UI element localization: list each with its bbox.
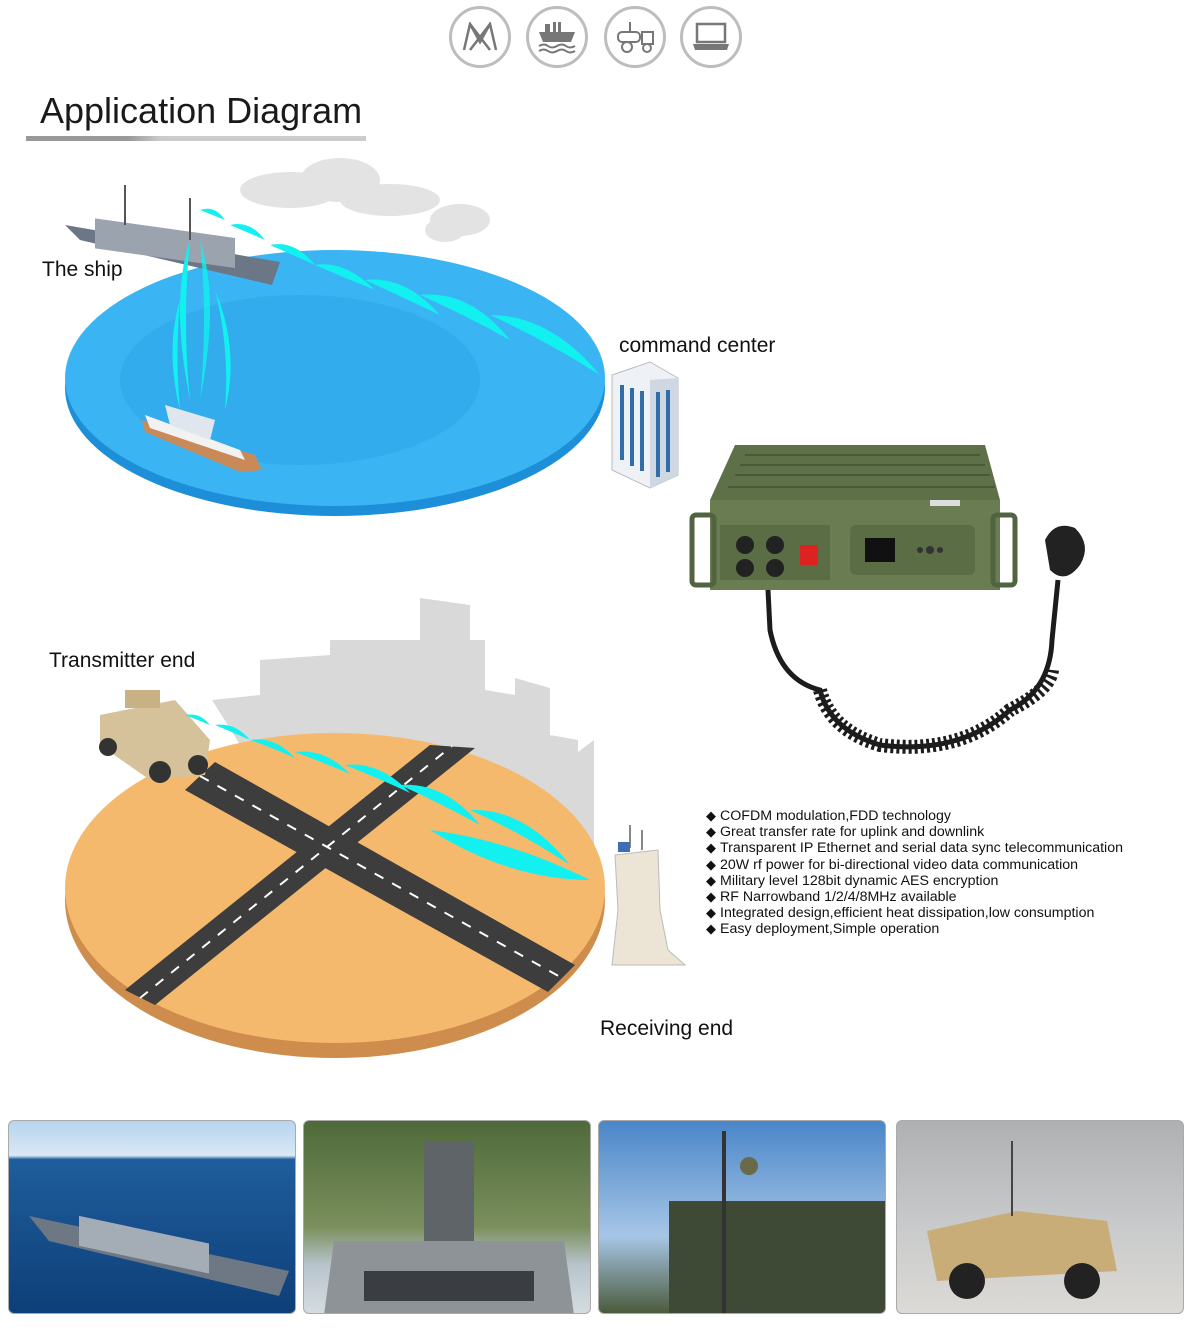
feature-item: Transparent IP Ethernet and serial data …: [706, 840, 1123, 856]
warship-icon: [65, 185, 280, 285]
signal-waves: [172, 208, 600, 410]
navy-ship-photo: [8, 1120, 296, 1314]
feature-item: Integrated design,efficient heat dissipa…: [706, 905, 1123, 921]
application-diagram: [65, 158, 1085, 1058]
feature-item: COFDM modulation,FDD technology: [706, 808, 1123, 824]
feature-item: Easy deployment,Simple operation: [706, 921, 1123, 937]
patrol-boat-photo: [303, 1120, 591, 1314]
ship-icon[interactable]: [526, 6, 588, 68]
ground-disc: [65, 733, 605, 1058]
page-title: Application Diagram: [40, 90, 363, 131]
tower-icon: [611, 825, 687, 966]
roads: [125, 745, 575, 1005]
label-command-center: command center: [619, 334, 776, 357]
label-receiving-end: Receiving end: [600, 1017, 734, 1040]
label-transmitter-end: Transmitter end: [49, 649, 196, 672]
military-truck-photo: [598, 1120, 886, 1314]
feature-item: RF Narrowband 1/2/4/8MHz available: [706, 889, 1123, 905]
title-underline: [26, 136, 366, 141]
feature-item: 20W rf power for bi-directional video da…: [706, 857, 1123, 873]
yacht-icon: [142, 405, 262, 472]
microphone-cable: [765, 579, 1061, 754]
armored-vehicle-icon: [99, 690, 210, 783]
laptop-icon[interactable]: [680, 6, 742, 68]
feature-item: Military level 128bit dynamic AES encryp…: [706, 873, 1123, 889]
label-ship: The ship: [42, 258, 123, 281]
cloud-icon: [240, 158, 490, 242]
vehicle-icon[interactable]: [604, 6, 666, 68]
armored-vehicle-photo: [896, 1120, 1184, 1314]
feature-list: COFDM modulation,FDD technology Great tr…: [706, 808, 1123, 938]
building-icon: [611, 361, 679, 489]
sea-disc: [65, 250, 605, 516]
feature-item: Great transfer rate for uplink and downl…: [706, 824, 1123, 840]
network-logo-icon[interactable]: [449, 6, 511, 68]
microphone-icon: [1045, 525, 1085, 577]
transceiver-device: [689, 445, 1018, 590]
signal-waves: [185, 714, 590, 880]
